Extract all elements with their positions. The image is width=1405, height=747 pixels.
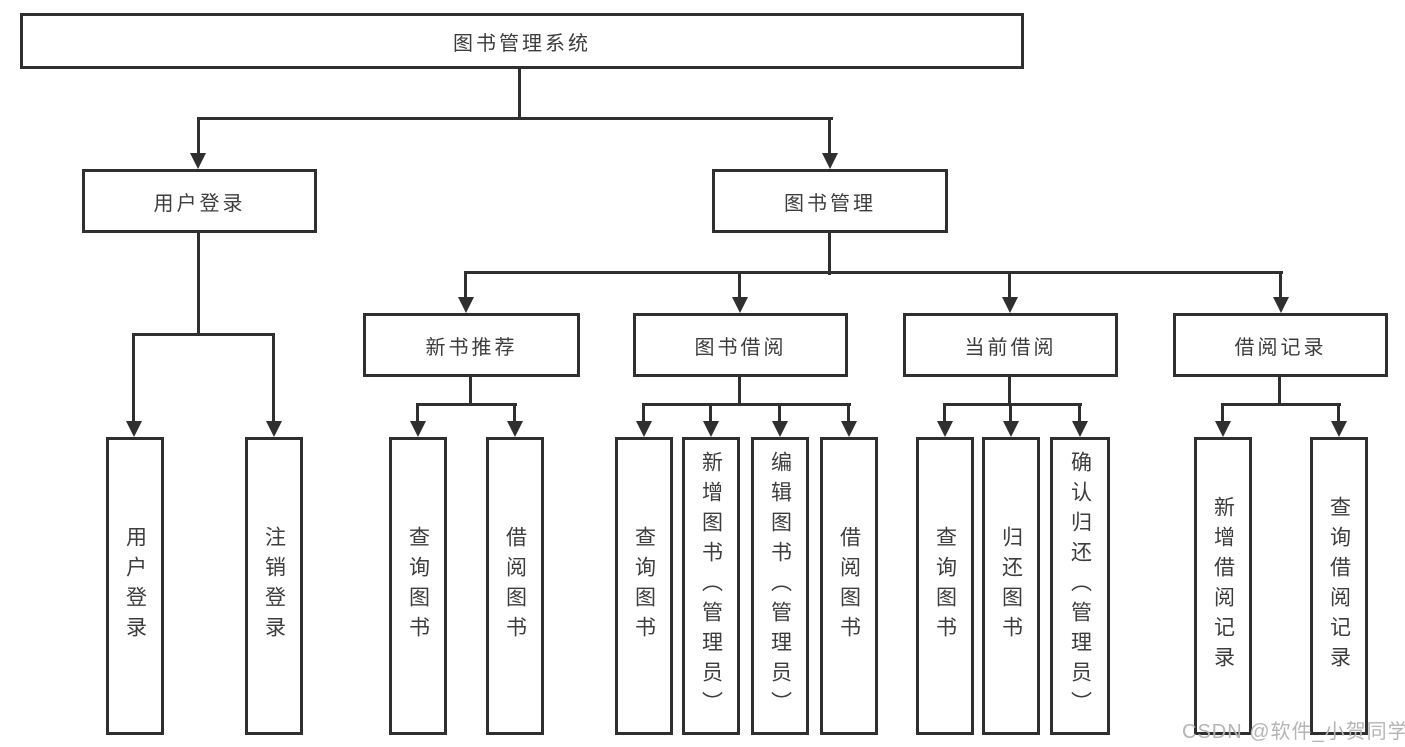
arrowhead-icon — [1003, 421, 1019, 437]
line — [469, 377, 472, 406]
leaf-return-books: 归还图书 — [982, 437, 1040, 735]
leaf-add-borrow-record: 新增借阅记录 — [1194, 437, 1252, 735]
line — [1221, 403, 1341, 406]
node-user-login-label: 用户登录 — [153, 192, 246, 215]
node-user-login: 用户登录 — [82, 169, 317, 233]
node-current-borrow-label: 当前借阅 — [964, 336, 1057, 359]
leaf-borrow-query-books: 查询图书 — [615, 437, 673, 735]
leaf-recommend-borrow-books-label: 借阅图书 — [503, 526, 527, 646]
line — [642, 403, 645, 423]
leaf-logout-label: 注销登录 — [262, 526, 286, 646]
leaf-logout: 注销登录 — [245, 437, 303, 735]
arrowhead-icon — [772, 421, 788, 437]
line — [1278, 377, 1281, 406]
node-new-book-recommend-label: 新书推荐 — [425, 336, 518, 359]
arrowhead-icon — [937, 421, 953, 437]
leaf-edit-books-admin-label: 编辑图书（管理员） — [768, 451, 792, 721]
node-book-management: 图书管理 — [712, 169, 948, 233]
arrowhead-icon — [636, 421, 652, 437]
node-book-borrow: 图书借阅 — [633, 313, 848, 377]
arrowhead-icon — [1273, 297, 1289, 313]
arrowhead-icon — [410, 421, 426, 437]
line — [197, 233, 200, 335]
leaf-add-books-admin: 新增图书（管理员） — [682, 437, 740, 735]
line — [778, 403, 781, 423]
line — [1009, 403, 1012, 423]
node-borrow-records-label: 借阅记录 — [1234, 336, 1327, 359]
leaf-add-borrow-record-label: 新增借阅记录 — [1211, 496, 1235, 676]
leaf-user-login: 用户登录 — [106, 437, 164, 735]
csdn-watermark: CSDN @软件_小贺同学 — [1182, 721, 1405, 743]
arrowhead-icon — [1215, 421, 1231, 437]
leaf-recommend-query-books: 查询图书 — [389, 437, 447, 735]
arrowhead-icon — [126, 421, 142, 437]
arrowhead-icon — [822, 153, 838, 169]
line — [272, 333, 275, 421]
line — [1279, 271, 1282, 299]
arrowhead-icon — [1072, 421, 1088, 437]
arrowhead-icon — [1002, 297, 1018, 313]
line — [465, 271, 1283, 274]
line — [943, 403, 946, 423]
line — [132, 333, 135, 421]
line — [642, 403, 851, 406]
leaf-query-borrow-record-label: 查询借阅记录 — [1327, 496, 1351, 676]
leaf-recommend-borrow-books: 借阅图书 — [486, 437, 544, 735]
line — [1008, 271, 1011, 299]
line — [943, 403, 1082, 406]
leaf-recommend-query-books-label: 查询图书 — [406, 526, 430, 646]
arrowhead-icon — [507, 421, 523, 437]
line — [738, 271, 741, 299]
arrowhead-icon — [841, 421, 857, 437]
node-root: 图书管理系统 — [20, 13, 1024, 69]
leaf-confirm-return-admin: 确认归还（管理员） — [1050, 437, 1110, 735]
arrowhead-icon — [190, 153, 206, 169]
line — [197, 117, 833, 120]
line — [1221, 403, 1224, 423]
leaf-user-login-label: 用户登录 — [123, 526, 147, 646]
leaf-query-borrow-record: 查询借阅记录 — [1310, 437, 1368, 735]
line — [1337, 403, 1340, 423]
line — [847, 403, 850, 423]
leaf-add-books-admin-label: 新增图书（管理员） — [699, 451, 723, 721]
node-new-book-recommend: 新书推荐 — [363, 313, 580, 377]
leaf-return-books-label: 归还图书 — [999, 526, 1023, 646]
node-book-management-label: 图书管理 — [784, 192, 876, 215]
leaf-current-query-books-label: 查询图书 — [933, 526, 957, 646]
line — [1078, 403, 1081, 423]
leaf-confirm-return-admin-label: 确认归还（管理员） — [1068, 451, 1092, 721]
line — [1008, 377, 1011, 406]
line — [197, 117, 200, 155]
node-current-borrow: 当前借阅 — [903, 313, 1118, 377]
line — [132, 333, 275, 336]
line — [464, 271, 467, 299]
leaf-edit-books-admin: 编辑图书（管理员） — [751, 437, 809, 735]
line — [416, 403, 517, 406]
line — [518, 69, 521, 120]
leaf-borrow-query-books-label: 查询图书 — [632, 526, 656, 646]
leaf-current-query-books: 查询图书 — [916, 437, 974, 735]
leaf-borrow-books: 借阅图书 — [820, 437, 878, 735]
leaf-borrow-books-label: 借阅图书 — [837, 526, 861, 646]
line — [416, 403, 419, 423]
line — [738, 377, 741, 406]
node-borrow-records: 借阅记录 — [1173, 313, 1388, 377]
line — [513, 403, 516, 423]
arrowhead-icon — [458, 297, 474, 313]
line — [828, 233, 831, 275]
node-root-label: 图书管理系统 — [453, 32, 591, 55]
node-book-borrow-label: 图书借阅 — [694, 336, 787, 359]
line — [709, 403, 712, 423]
arrowhead-icon — [1331, 421, 1347, 437]
arrowhead-icon — [703, 421, 719, 437]
line — [828, 117, 831, 155]
arrowhead-icon — [266, 421, 282, 437]
arrowhead-icon — [732, 297, 748, 313]
